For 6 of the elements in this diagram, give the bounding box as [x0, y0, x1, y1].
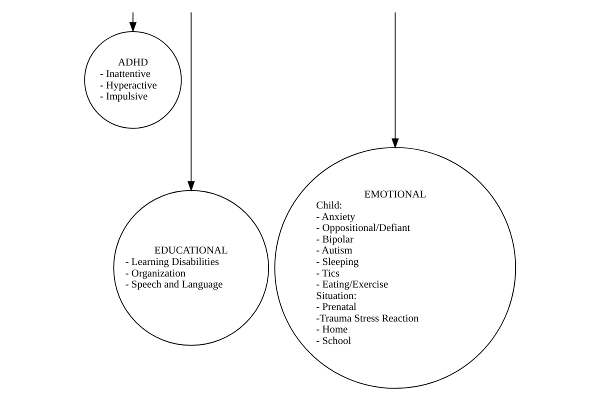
- arrow: [188, 12, 195, 192]
- node-circle: EDUCATIONAL - Learning Disabilities - Organization - Speech and Language: [113, 190, 270, 346]
- node-circle: ADHD - Inattentive - Hyperactive - Impulsive: [84, 31, 182, 129]
- node-circle: EMOTIONAL Child: - Anxiety - Oppositional/Defiant - Bipolar - Autism - Sleeping - Tics - Eating/Exercise Situation: - Prenatal -Trauma Stress Reaction - Home - School: [274, 147, 516, 389]
- arrow: [392, 12, 399, 149]
- arrow: [129, 12, 137, 32]
